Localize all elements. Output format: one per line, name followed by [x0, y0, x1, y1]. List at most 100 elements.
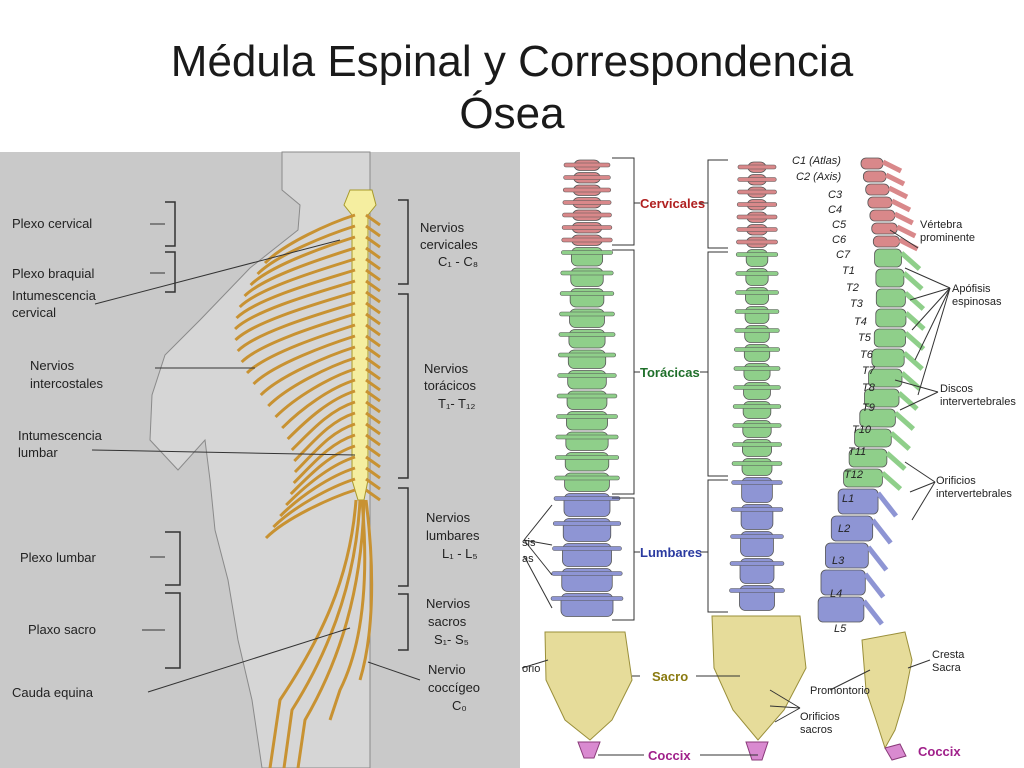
cauda-equina-fibers — [268, 499, 374, 768]
vertebra-side — [869, 209, 896, 222]
vertebra-process — [561, 250, 613, 255]
spinous-process — [881, 159, 903, 174]
sacrum-side — [861, 631, 913, 750]
vertebra-side — [820, 569, 866, 596]
spine-side-view — [817, 157, 926, 626]
label-coccix: Coccix — [648, 748, 691, 763]
vertebra-label: T2 — [846, 282, 859, 294]
spinal-nerve-left — [267, 356, 356, 408]
vertebra-process — [553, 496, 621, 501]
vertebra-label: T6 — [860, 349, 874, 361]
sacrum-back — [711, 615, 807, 741]
vertebra-process — [736, 214, 778, 220]
spinous-process — [898, 237, 919, 252]
vertebra-process — [732, 423, 782, 428]
vertebra-process — [736, 202, 778, 207]
body-silhouette — [149, 151, 371, 768]
vertebra-process — [736, 239, 778, 245]
spinal-nerve-left — [245, 323, 356, 375]
spinal-nerve-left — [234, 279, 356, 331]
spinous-process — [880, 471, 903, 491]
spinous-process — [896, 224, 917, 239]
spinal-nerve-right — [365, 301, 381, 315]
label-cresta-2: Sacra — [932, 662, 962, 674]
vertebra-process — [554, 475, 620, 481]
vertebra-process — [731, 480, 783, 485]
vertebra-label: L5 — [834, 623, 847, 635]
spinal-nerve-left — [279, 466, 356, 518]
vertebra-process — [561, 237, 613, 243]
spinal-nerve-left — [252, 334, 356, 386]
vertebra-process — [733, 385, 781, 390]
vertebra-side — [875, 308, 907, 328]
label-apofisis-1: Apófisis — [952, 283, 991, 295]
spinous-process — [893, 411, 916, 431]
vertebra — [741, 458, 773, 476]
label-promontorio: Promontorio — [810, 685, 870, 697]
spinous-process — [876, 491, 899, 518]
label-nervio-coccigeo-2: coccígeo — [428, 680, 480, 695]
vertebra-label: T7 — [862, 365, 876, 377]
vertebra-label: C6 — [832, 234, 847, 246]
vertebra-label: L4 — [830, 588, 842, 600]
label-orificios-1: Orificios — [936, 475, 976, 487]
spinal-nerve-right — [365, 378, 381, 392]
label-partial-sis: sis — [522, 537, 536, 549]
vertebra — [743, 363, 771, 381]
spinal-nerve-left — [293, 422, 356, 474]
spinal-nerve-left — [235, 268, 356, 320]
label-orificios-2: intervertebrales — [936, 488, 1012, 500]
vertebral-column-panel: Cervicales Torácicas Lumbares Sacro Cocc… — [521, 155, 1016, 763]
vertebra-process — [735, 271, 779, 276]
label-cresta-1: Cresta — [932, 649, 965, 661]
label-nervios-lumbares-1: Nervios — [426, 510, 471, 525]
label-plexo-braquial: Plexo braquial — [12, 266, 94, 281]
spinal-nerve-left — [286, 389, 356, 441]
vertebra-process — [554, 455, 620, 460]
spinous-process — [902, 271, 924, 291]
spinal-nerve-left — [236, 301, 356, 353]
spinous-process — [903, 291, 926, 311]
label-partial-as: as — [522, 553, 534, 565]
sacrum-front — [544, 631, 633, 741]
label-nervios-sacros-3: S₁- S₅ — [434, 632, 469, 647]
vertebra-process — [737, 189, 777, 195]
spinal-nerve-left — [256, 224, 356, 276]
spinal-nerve-left — [264, 488, 356, 540]
vertebra — [745, 287, 769, 305]
vertebra-label: C3 — [828, 189, 843, 201]
spinal-nerve-left — [293, 411, 356, 463]
spinal-nerve-right — [365, 356, 381, 370]
spinal-nerve-right — [365, 400, 381, 414]
label-apofisis-2: espinosas — [952, 296, 1002, 308]
spinous-process — [899, 251, 922, 271]
vertebra-label: T8 — [862, 382, 876, 394]
label-cervicales: Cervicales — [640, 196, 705, 211]
vertebra-process — [563, 175, 611, 180]
vertebra-label: C7 — [836, 249, 851, 261]
vertebra-process — [736, 227, 778, 232]
vertebra-side — [837, 488, 879, 515]
spinous-process — [861, 599, 884, 626]
spinal-nerve-right — [365, 422, 381, 436]
label-nervios-sacros-1: Nervios — [426, 596, 471, 611]
spinal-nerve-right — [365, 367, 381, 381]
spinal-nerve-left — [263, 213, 356, 265]
vertebra-process — [737, 177, 777, 182]
spinal-nerve-left — [290, 400, 356, 452]
label-vertebra-prominente-1: Vértebra — [920, 219, 963, 231]
vertebra-process — [551, 571, 623, 576]
spinous-process — [890, 198, 912, 213]
spinal-nerve-left — [289, 444, 356, 496]
vertebra-label: C2 (Axis) — [796, 171, 842, 183]
label-lumbares: Lumbares — [640, 545, 702, 560]
vertebra-process — [732, 404, 782, 409]
vertebra-side — [843, 468, 883, 488]
vertebra-process — [555, 434, 619, 440]
vertebra-side — [865, 183, 890, 196]
vertebra — [742, 439, 772, 457]
vertebra — [743, 382, 771, 400]
label-discos-1: Discos — [940, 383, 974, 395]
vertebra-label: T10 — [852, 424, 872, 436]
vertebra-process — [734, 347, 780, 352]
